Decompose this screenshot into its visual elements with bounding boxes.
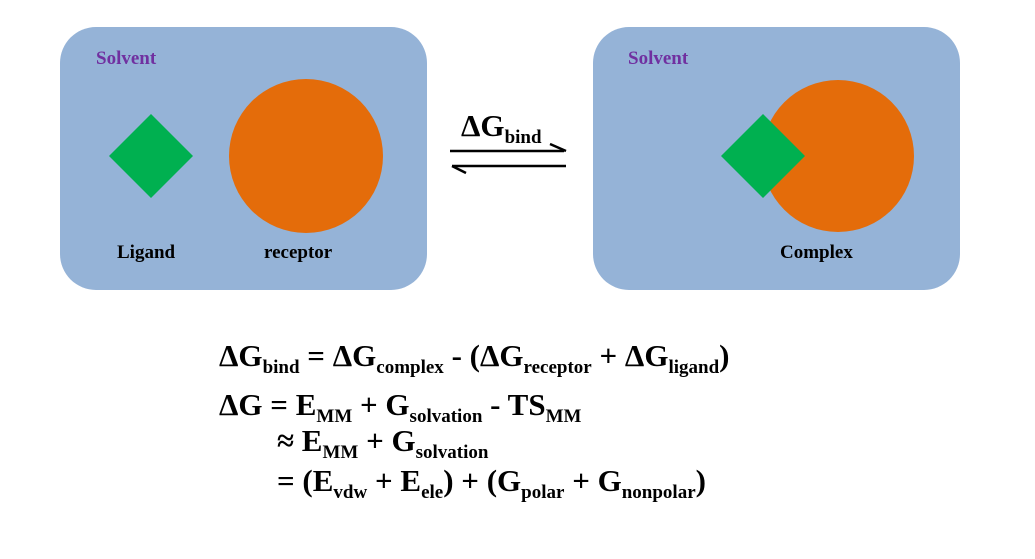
eq3-part: ≈ E <box>277 423 323 458</box>
eq1-part: + ΔG <box>591 338 669 373</box>
eq4-sub: vdw <box>333 482 368 503</box>
eq3-sub: solvation <box>415 442 489 463</box>
delta-g-symbol: ΔG <box>461 108 505 143</box>
eq4-sub: polar <box>521 482 565 503</box>
receptor-circle <box>229 79 383 233</box>
eq1-part: ΔG <box>219 338 263 373</box>
eq4-part: ) <box>695 463 706 498</box>
eq1-sub: bind <box>262 357 300 378</box>
eq4-part: + G <box>564 463 622 498</box>
right-solvent-label: Solvent <box>628 48 689 69</box>
eq2-part: + G <box>352 387 410 422</box>
delta-g-bind-label: ΔGbind <box>461 110 542 147</box>
ligand-label: Ligand <box>117 242 176 263</box>
eq4-sub: ele <box>421 482 444 503</box>
eq2-part: ΔG = E <box>219 387 317 422</box>
eq1-sub: ligand <box>668 357 720 378</box>
equation-line-1: ΔGbind = ΔGcomplex - (ΔGreceptor + ΔGlig… <box>219 340 729 377</box>
eq4-part: = (E <box>277 463 334 498</box>
complex-label: Complex <box>780 242 853 263</box>
complex-ligand-diamond <box>721 114 805 198</box>
equation-line-4: = (Evdw + Eele) + (Gpolar + Gnonpolar) <box>277 465 706 502</box>
eq1-sub: receptor <box>523 357 592 378</box>
equilibrium-arrows <box>450 142 567 175</box>
delta-g-subscript: bind <box>504 127 542 148</box>
receptor-label: receptor <box>264 242 333 263</box>
eq2-sub: solvation <box>409 406 483 427</box>
eq1-part: ) <box>719 338 730 373</box>
eq2-part: - TS <box>482 387 546 422</box>
eq4-part: ) + (G <box>443 463 522 498</box>
eq1-sub: complex <box>376 357 444 378</box>
eq3-part: + G <box>358 423 416 458</box>
equation-line-2: ΔG = EMM + Gsolvation - TSMM <box>219 389 581 426</box>
equation-line-3: ≈ EMM + Gsolvation <box>277 425 488 462</box>
eq3-sub: MM <box>322 442 359 463</box>
eq2-sub: MM <box>316 406 353 427</box>
eq2-sub: MM <box>545 406 582 427</box>
complex-receptor-circle <box>762 80 914 232</box>
eq4-sub: nonpolar <box>621 482 696 503</box>
eq1-part: = ΔG <box>299 338 377 373</box>
ligand-diamond <box>109 114 193 198</box>
eq1-part: - (ΔG <box>443 338 524 373</box>
left-solvent-label: Solvent <box>96 48 157 69</box>
eq4-part: + E <box>367 463 422 498</box>
